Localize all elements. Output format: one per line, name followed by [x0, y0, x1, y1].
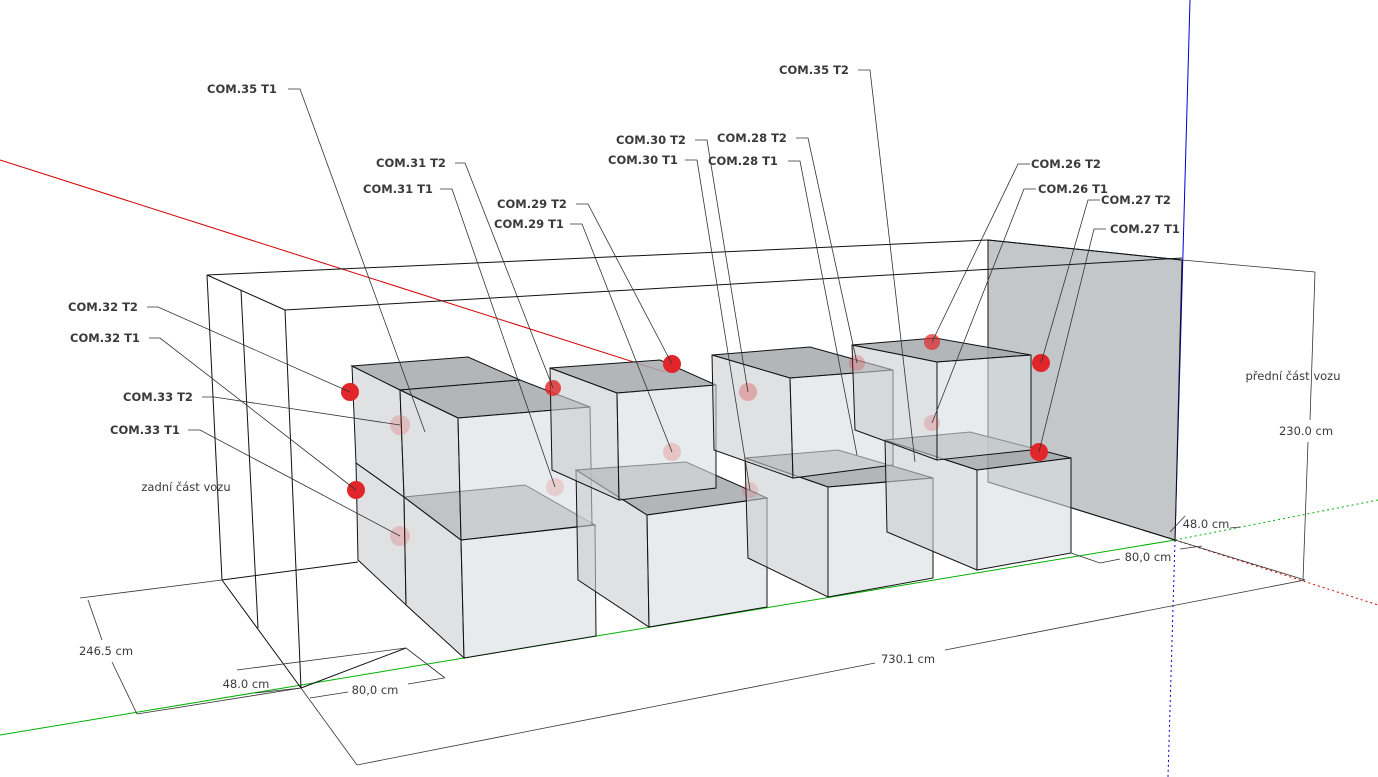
- label-com29t1: COM.29 T1: [494, 217, 564, 231]
- stack-4: [851, 337, 1072, 571]
- x-axis-red-dotted: [1174, 539, 1378, 606]
- label-com27t1: COM.27 T1: [1110, 222, 1180, 236]
- leader-lines: [147, 69, 1106, 537]
- dim-box-rear: 80,0 cm: [352, 683, 399, 697]
- label-com31t1: COM.31 T1: [363, 182, 433, 196]
- dim-box-front: 80,0 cm: [1125, 550, 1172, 564]
- note-rear: zadní část vozu: [141, 480, 230, 494]
- label-com27t2: COM.27 T2: [1101, 193, 1171, 207]
- label-com32t2: COM.32 T2: [68, 300, 138, 314]
- label-com32t1: COM.32 T1: [70, 331, 140, 345]
- dim-gap-rear: 48.0 cm: [223, 677, 270, 691]
- dimension-lines: [79, 259, 1316, 766]
- label-com26t1: COM.26 T1: [1038, 182, 1108, 196]
- dimension-texts: 246.5 cm 48.0 cm 80,0 cm 730.1 cm 230.0 …: [79, 424, 1333, 697]
- label-com31t2: COM.31 T2: [376, 156, 446, 170]
- dim-gap-front: 48.0 cm: [1183, 517, 1230, 531]
- label-com33t1: COM.33 T1: [110, 423, 180, 437]
- container-wireframe: [206, 239, 1183, 689]
- label-com30t1: COM.30 T1: [608, 153, 678, 167]
- stack-1: [350, 356, 597, 660]
- dim-height: 230.0 cm: [1279, 424, 1333, 438]
- dim-length: 730.1 cm: [881, 652, 935, 666]
- label-com28t2: COM.28 T2: [717, 131, 787, 145]
- label-com29t2: COM.29 T2: [497, 197, 567, 211]
- label-com33t2: COM.33 T2: [123, 390, 193, 404]
- x-axis-red: [0, 159, 666, 373]
- com-labels: COM.35 T1 COM.35 T2 COM.31 T2 COM.31 T1 …: [68, 63, 1180, 437]
- dim-width: 246.5 cm: [79, 644, 133, 658]
- stack-2: [549, 359, 769, 628]
- note-front: přední část vozu: [1246, 369, 1341, 383]
- label-com28t1: COM.28 T1: [708, 154, 778, 168]
- label-com35t2: COM.35 T2: [779, 63, 849, 77]
- label-com35t1: COM.35 T1: [207, 82, 277, 96]
- z-axis-blue-dotted: [1167, 539, 1176, 777]
- label-com26t2: COM.26 T2: [1031, 157, 1101, 171]
- label-com30t2: COM.30 T2: [616, 133, 686, 147]
